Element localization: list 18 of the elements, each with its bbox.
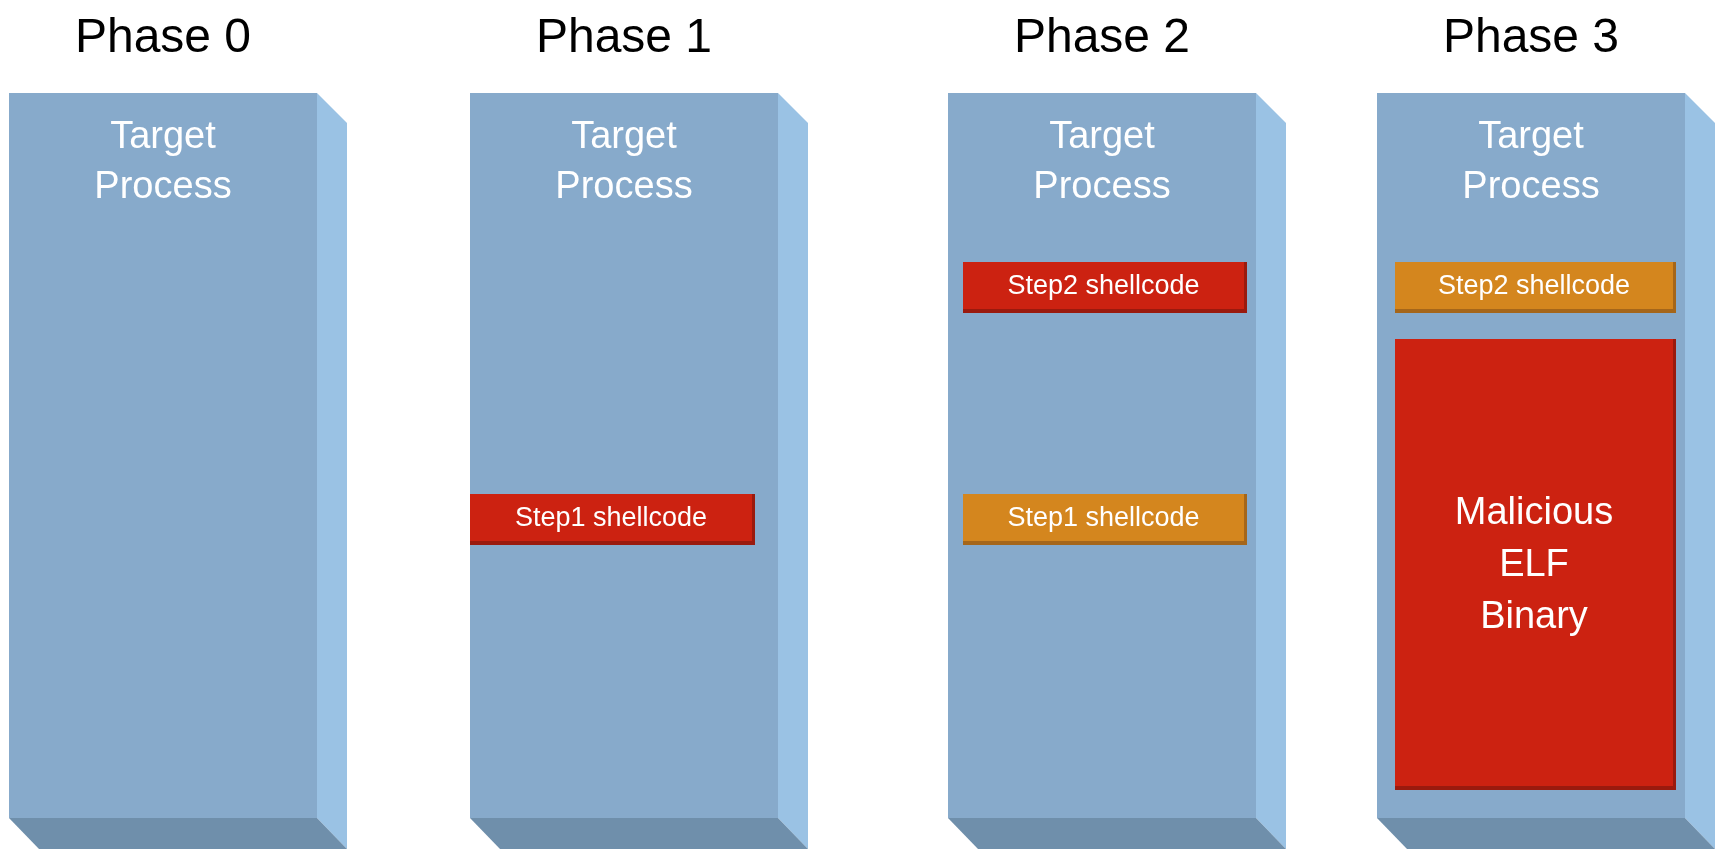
phase-heading: Phase 0 — [73, 12, 253, 60]
phase-heading: Phase 2 — [1012, 12, 1192, 60]
column-title: Target Process — [1461, 113, 1601, 208]
bar-label: Step2 shellcode — [1437, 272, 1631, 299]
bar-label: Step2 shellcode — [1007, 272, 1200, 299]
phase-heading: Phase 3 — [1441, 12, 1621, 60]
shellcode-bar — [963, 494, 1247, 545]
phase-heading: Phase 1 — [534, 12, 714, 60]
bar-label: Step1 shellcode — [514, 504, 708, 531]
payload-block — [1395, 339, 1676, 790]
shellcode-bar — [1395, 262, 1676, 313]
bar-label: Malicious ELF Binary — [1453, 488, 1615, 638]
bar-label: Step1 shellcode — [1007, 504, 1200, 531]
column-title: Target Process — [554, 113, 694, 208]
shellcode-bar — [963, 262, 1247, 313]
column-title: Target Process — [93, 113, 233, 208]
shellcode-bar — [470, 494, 755, 545]
column-title: Target Process — [1032, 113, 1172, 208]
